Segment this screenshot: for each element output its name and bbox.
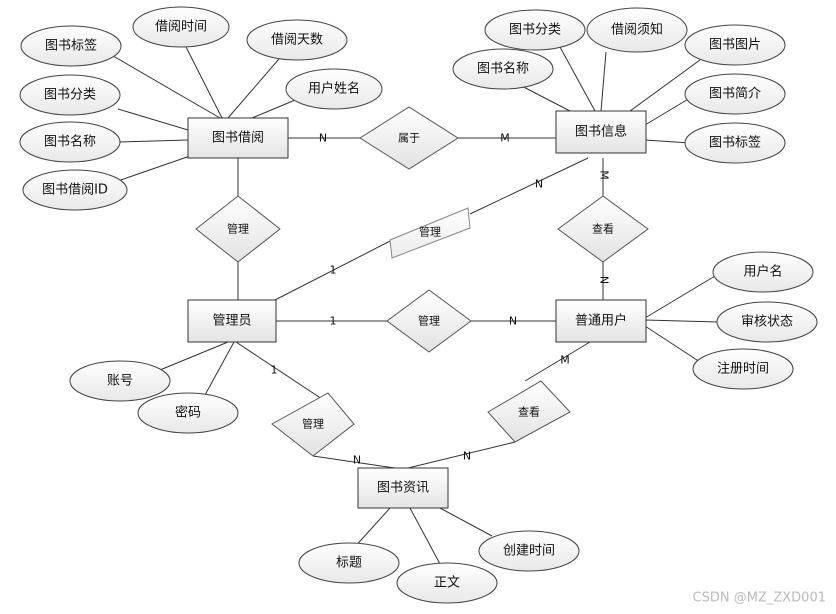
cardinality-labels: N M 1 N M N 1 N 1 N N M — [271, 132, 611, 467]
attr-news-created-time: 创建时间 — [478, 530, 580, 572]
attr-borrow-days: 借阅天数 — [246, 19, 348, 61]
attr-borrow-time: 借阅时间 — [132, 6, 230, 48]
attr-borrow-id-label: 图书借阅ID — [42, 183, 108, 198]
connector-lines — [107, 40, 719, 565]
attr-borrow-user-name-label: 用户姓名 — [308, 81, 360, 97]
attr-user-username-label: 用户名 — [743, 264, 782, 280]
attr-news-created-time-label: 创建时间 — [503, 544, 555, 559]
attr-info-book-category-label: 图书分类 — [509, 23, 561, 38]
attr-info-borrow-notice: 借阅须知 — [586, 7, 688, 53]
attr-info-book-name-label: 图书名称 — [477, 61, 529, 77]
attr-user-username: 用户名 — [712, 251, 814, 293]
attr-info-book-intro-label: 图书简介 — [709, 86, 761, 102]
cardinality-borrow-belongs: N — [319, 132, 327, 145]
cardinality-news-user-n: N — [463, 450, 471, 463]
relation-view-news: 查看 — [487, 380, 571, 443]
attr-news-body: 正文 — [396, 562, 498, 604]
attr-info-borrow-notice-label: 借阅须知 — [611, 22, 663, 38]
cardinality-user-view: N — [598, 276, 611, 284]
attr-borrow-book-tag: 图书标签 — [20, 25, 122, 67]
entity-normal-user-label: 普通用户 — [575, 313, 627, 329]
attr-admin-account-label: 账号 — [107, 374, 133, 389]
relation-manage-info-label: 管理 — [419, 225, 441, 239]
attr-borrow-id: 图书借阅ID — [22, 169, 128, 211]
attr-borrow-book-tag-label: 图书标签 — [45, 38, 97, 54]
attr-admin-account: 账号 — [69, 360, 171, 402]
relation-manage-borrow-label: 管理 — [227, 222, 249, 236]
attr-news-title: 标题 — [298, 542, 400, 584]
cardinality-admin-info-one: 1 — [330, 264, 337, 277]
entity-book-borrow: 图书借阅 — [187, 117, 289, 159]
watermark: CSDN @MZ_ZXD001 — [693, 591, 826, 606]
attr-info-book-tag-label: 图书标签 — [709, 135, 761, 151]
attr-user-register-time: 注册时间 — [692, 348, 794, 390]
entity-admin: 管理员 — [187, 299, 277, 343]
attr-borrow-time-label: 借阅时间 — [155, 20, 207, 35]
relation-manage-info: 管理 — [389, 207, 471, 259]
relation-view-info: 查看 — [557, 195, 649, 263]
cardinality-admin-news-one: 1 — [271, 364, 278, 377]
attr-borrow-book-name-label: 图书名称 — [44, 134, 96, 150]
relation-manage-news: 管理 — [271, 392, 355, 457]
attr-info-book-intro: 图书简介 — [684, 73, 786, 115]
attr-borrow-book-category-label: 图书分类 — [44, 88, 96, 103]
attr-info-book-category: 图书分类 — [484, 9, 586, 51]
entity-admin-label: 管理员 — [212, 314, 251, 329]
entity-book-news-label: 图书资讯 — [377, 481, 429, 496]
attr-user-review-status-label: 审核状态 — [741, 315, 793, 330]
attr-admin-password-label: 密码 — [175, 405, 201, 421]
entity-normal-user: 普通用户 — [555, 299, 647, 343]
entity-book-info: 图书信息 — [555, 110, 647, 154]
attr-news-body-label: 正文 — [434, 576, 460, 591]
attr-info-book-tag: 图书标签 — [684, 122, 786, 164]
attr-borrow-book-category: 图书分类 — [19, 74, 121, 116]
cardinality-info-view: M — [598, 170, 611, 180]
attr-user-register-time-label: 注册时间 — [717, 362, 769, 377]
relation-manage-borrow: 管理 — [195, 195, 281, 263]
cardinality-news-admin-n: N — [353, 454, 361, 467]
entity-book-info-label: 图书信息 — [575, 124, 627, 140]
relation-manage-news-label: 管理 — [302, 417, 324, 431]
attr-info-book-image: 图书图片 — [684, 24, 786, 66]
relation-belongs-label: 属于 — [398, 132, 420, 145]
attr-info-book-name: 图书名称 — [452, 48, 554, 90]
relation-view-news-label: 查看 — [518, 405, 540, 419]
cardinality-admin-user-one: 1 — [330, 315, 337, 328]
relation-belongs: 属于 — [359, 106, 459, 170]
relation-manage-user-label: 管理 — [418, 314, 440, 328]
attr-borrow-user-name: 用户姓名 — [285, 68, 383, 110]
attr-borrow-days-label: 借阅天数 — [271, 33, 323, 48]
cardinality-user-news-m: M — [560, 354, 570, 367]
attr-admin-password: 密码 — [137, 392, 239, 434]
relation-manage-user: 管理 — [386, 289, 472, 353]
attr-info-book-image-label: 图书图片 — [709, 38, 761, 53]
cardinality-admin-user-n: N — [509, 315, 517, 328]
attr-news-title-label: 标题 — [336, 556, 362, 571]
relation-view-info-label: 查看 — [592, 222, 614, 236]
cardinality-info-belongs: M — [500, 132, 510, 145]
entity-book-news: 图书资讯 — [357, 467, 449, 509]
attr-user-review-status: 审核状态 — [716, 301, 818, 343]
entity-book-borrow-label: 图书借阅 — [212, 131, 264, 146]
cardinality-admin-info-n: N — [535, 178, 543, 191]
attr-borrow-book-name: 图书名称 — [19, 121, 121, 163]
